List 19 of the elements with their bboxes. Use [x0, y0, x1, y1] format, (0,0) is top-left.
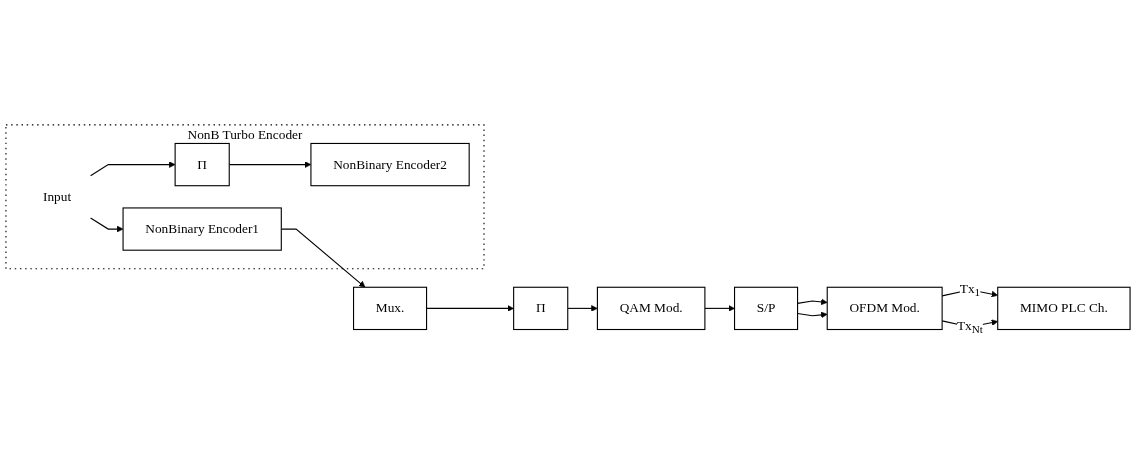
edge-label: Tx$_{1}$	[959, 280, 981, 299]
node-text: Input	[43, 189, 72, 204]
arrow	[704, 305, 735, 312]
edge-label: Tx$_{Nt}$	[956, 318, 983, 336]
node-box: OFDM Mod.	[826, 286, 943, 331]
node-box: QAM Mod.	[596, 286, 706, 331]
node-box: MIMO PLC Ch.	[997, 286, 1131, 331]
node-box: S/P	[734, 286, 799, 331]
arrow	[567, 305, 598, 312]
arrow	[797, 311, 828, 319]
arrow	[90, 161, 176, 177]
node-box: NonBinary Encoder2	[310, 142, 470, 187]
node-box: Mux.	[353, 286, 428, 331]
arrow	[797, 298, 828, 306]
arrow	[426, 305, 514, 312]
node-box: Π	[174, 142, 230, 187]
node-box: NonBinary Encoder1	[122, 207, 282, 251]
node-box: Π	[513, 286, 569, 331]
arrow	[90, 217, 124, 233]
